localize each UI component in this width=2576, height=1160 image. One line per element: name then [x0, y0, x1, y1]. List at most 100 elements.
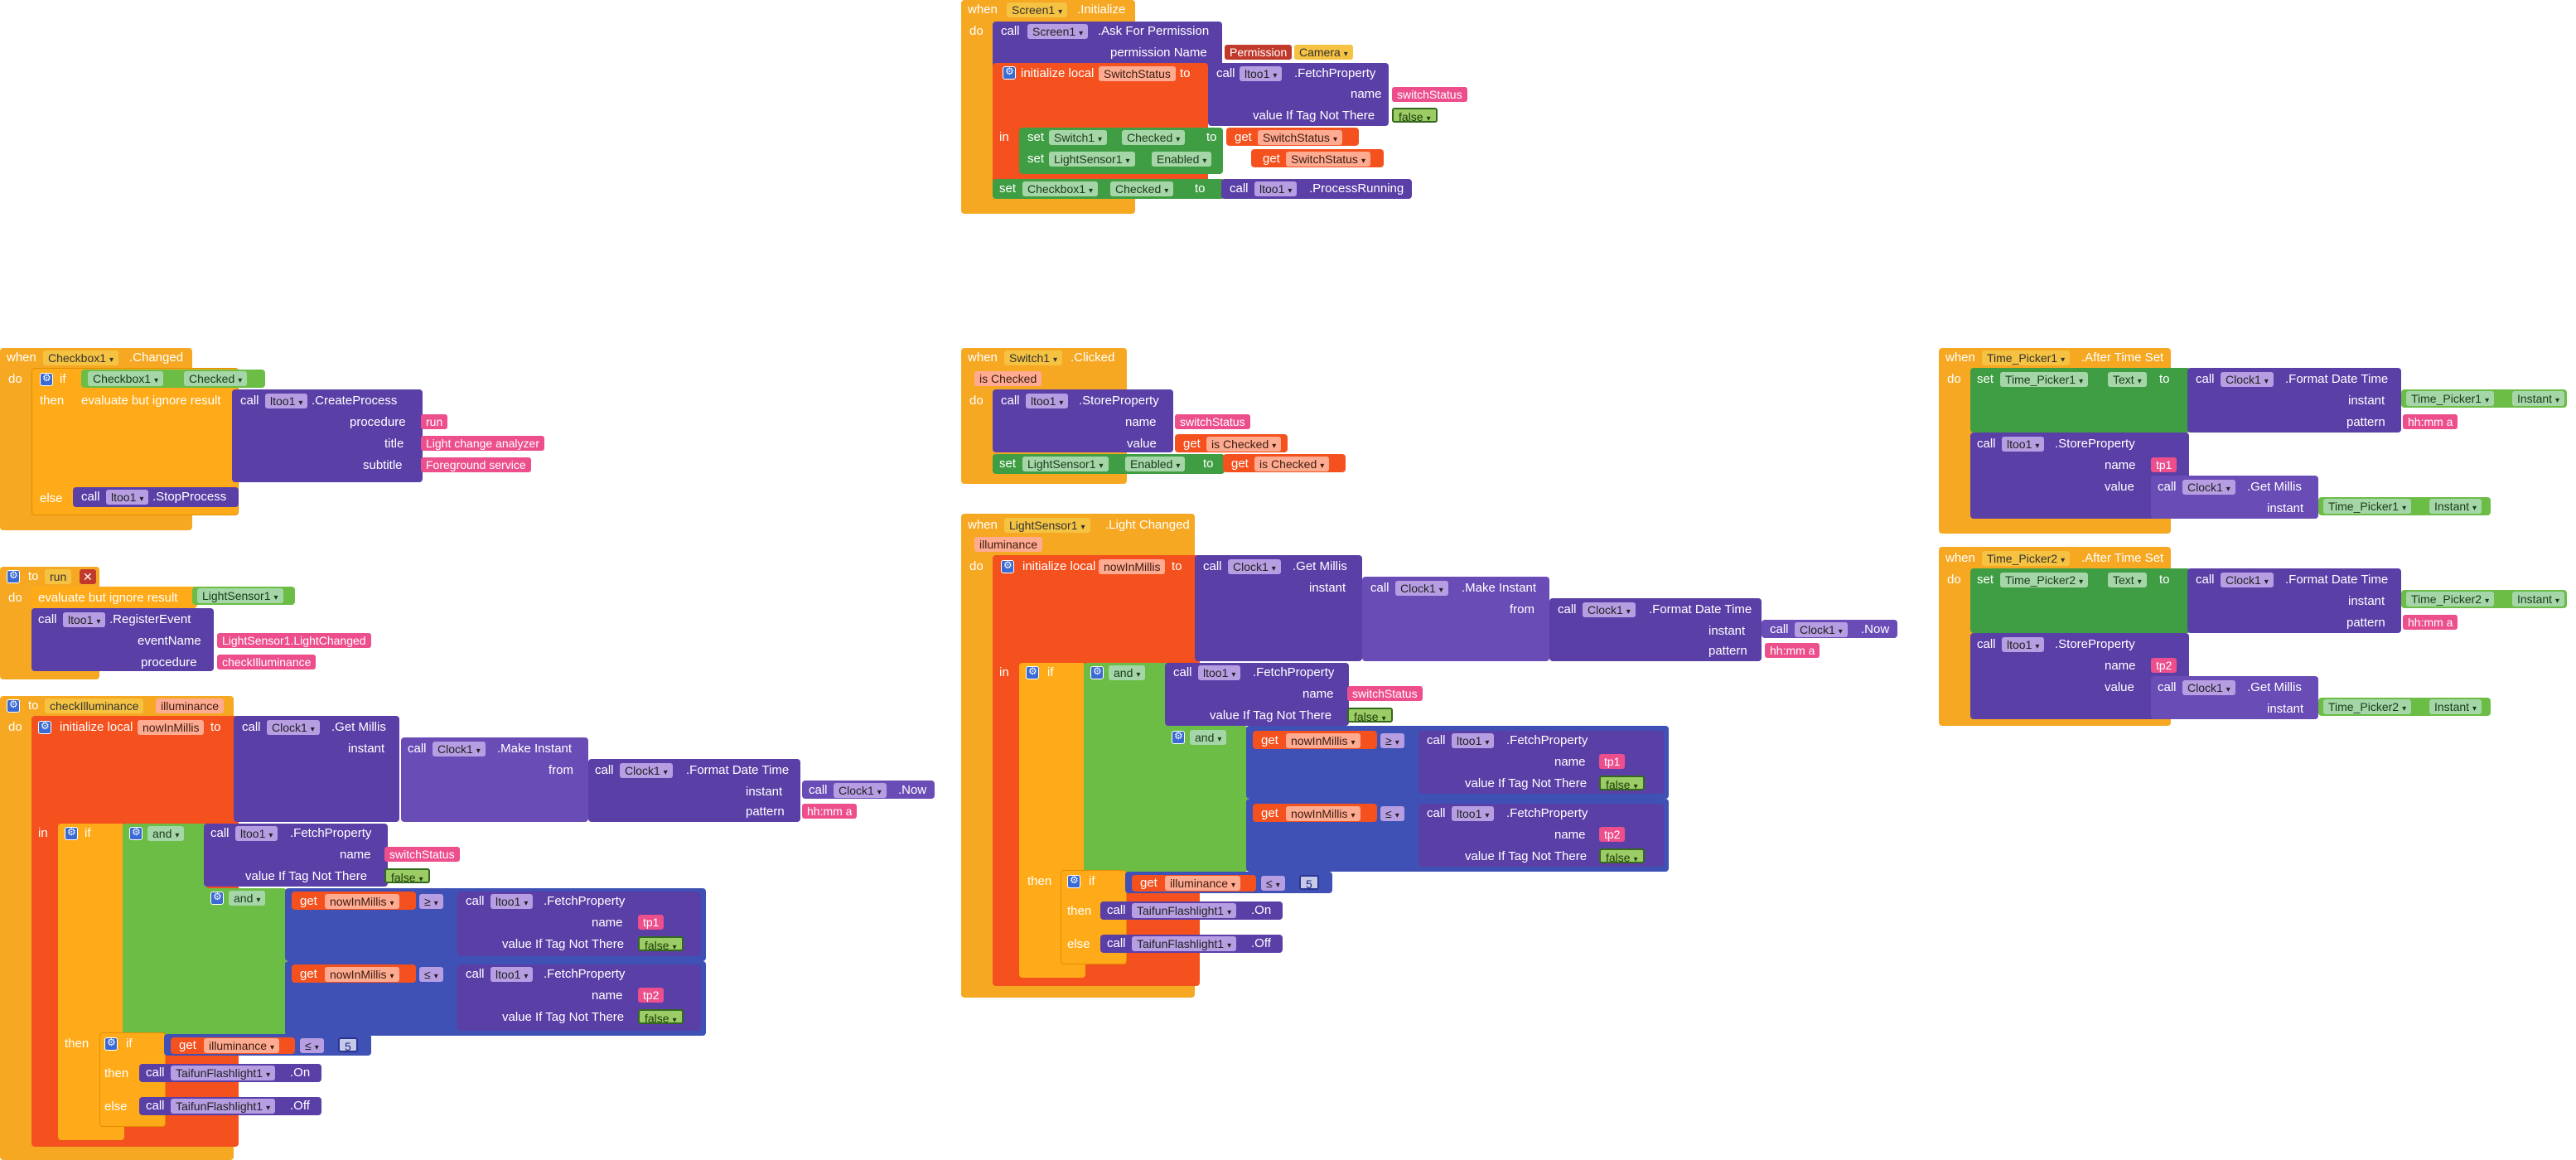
- param-is-checked[interactable]: is Checked: [974, 371, 1042, 386]
- false-block-2[interactable]: false▾: [384, 868, 430, 884]
- if-gear-icon-4[interactable]: [1067, 874, 1080, 888]
- ltoo1-store-dropdown-3[interactable]: ltoo1▾: [2002, 637, 2045, 652]
- text-property-dropdown-2[interactable]: Text▾: [2108, 573, 2147, 587]
- get-is-checked-2[interactable]: is Checked▾: [1254, 457, 1330, 471]
- string-tp1-3[interactable]: tp1: [2151, 457, 2177, 472]
- get-illuminance-2[interactable]: illuminance▾: [1165, 876, 1241, 891]
- clock1-instant-dropdown[interactable]: Clock1▾: [433, 742, 486, 756]
- clock1-millis-dropdown-4[interactable]: Clock1▾: [2182, 680, 2235, 695]
- var-nowinmillis[interactable]: nowInMillis: [138, 720, 205, 735]
- ltoo1-dropdown-2[interactable]: ltoo1▾: [1254, 181, 1298, 196]
- if-gear-icon-1[interactable]: [65, 826, 78, 840]
- ltoo1-fetch-dropdown-1[interactable]: ltoo1▾: [235, 826, 278, 841]
- get-switchstatus[interactable]: SwitchStatus▾: [1258, 130, 1342, 145]
- instant-property-dropdown[interactable]: Instant▾: [2512, 391, 2565, 406]
- ltoo1-create-dropdown[interactable]: ltoo1▾: [265, 394, 308, 408]
- if-gear-icon-2[interactable]: [104, 1037, 118, 1051]
- string-tp2[interactable]: tp2: [638, 988, 665, 1003]
- checkbox1-event-dropdown[interactable]: Checkbox1▾: [43, 350, 119, 365]
- get-nowinmillis-1[interactable]: nowInMillis▾: [325, 894, 399, 909]
- time-picker1-instant-dropdown[interactable]: Time_Picker1▾: [2406, 391, 2495, 406]
- instant-property-dropdown-2[interactable]: Instant▾: [2429, 499, 2482, 514]
- get-illuminance-1[interactable]: illuminance▾: [204, 1038, 280, 1053]
- switch1-dropdown[interactable]: Switch1▾: [1049, 130, 1108, 145]
- flashlight-on-dropdown[interactable]: TaifunFlashlight1▾: [171, 1066, 276, 1080]
- lte-operator-2[interactable]: ≤▾: [300, 1038, 324, 1053]
- time-picker2-setter-dropdown[interactable]: Time_Picker2▾: [2000, 573, 2089, 587]
- lightsensor1-dropdown[interactable]: LightSensor1▾: [1049, 152, 1135, 167]
- gte-operator-2[interactable]: ≥▾: [1380, 733, 1404, 748]
- lte-operator-4[interactable]: ≤▾: [1261, 876, 1285, 891]
- clock1-millis-dropdown-3[interactable]: Clock1▾: [2182, 480, 2235, 495]
- ltoo1-fetch-dropdown-4[interactable]: ltoo1▾: [1198, 665, 1241, 680]
- flashlight-on-dropdown-2[interactable]: TaifunFlashlight1▾: [1132, 903, 1237, 918]
- number-5[interactable]: 5: [338, 1037, 358, 1053]
- procedure-name-check[interactable]: checkIlluminance: [45, 698, 144, 713]
- and-gear-icon-2[interactable]: [210, 891, 224, 905]
- and-gear-icon-3[interactable]: [1090, 665, 1104, 679]
- procedure-check-gear-icon[interactable]: [7, 698, 20, 713]
- and-dropdown-3[interactable]: and▾: [1109, 665, 1146, 680]
- string-switchstatus-3[interactable]: switchStatus: [1175, 414, 1250, 429]
- ltoo1-fetch-dropdown-6[interactable]: ltoo1▾: [1452, 806, 1495, 821]
- get-nowinmillis-3[interactable]: nowInMillis▾: [1286, 733, 1360, 748]
- and-dropdown-2[interactable]: and▾: [229, 891, 266, 906]
- get-nowinmillis-2[interactable]: nowInMillis▾: [325, 967, 399, 982]
- ltoo1-store-dropdown[interactable]: ltoo1▾: [1026, 394, 1069, 408]
- screen1-method-dropdown[interactable]: Screen1▾: [1027, 24, 1089, 39]
- time-picker1-event-dropdown[interactable]: Time_Picker1▾: [1982, 350, 2071, 365]
- switch1-event-dropdown[interactable]: Switch1▾: [1004, 350, 1063, 365]
- flashlight-off-dropdown[interactable]: TaifunFlashlight1▾: [171, 1099, 276, 1114]
- and-dropdown-1[interactable]: and▾: [147, 826, 185, 841]
- string-tp1[interactable]: tp1: [638, 915, 665, 930]
- gte-operator[interactable]: ≥▾: [419, 894, 443, 909]
- get-switchstatus-2[interactable]: SwitchStatus▾: [1286, 152, 1370, 167]
- screen1-dropdown[interactable]: Screen1▾: [1007, 2, 1068, 17]
- init-local-gear-icon-2[interactable]: [1001, 559, 1014, 573]
- if-gear-icon-3[interactable]: [1026, 665, 1039, 679]
- checked-dropdown-2[interactable]: Checked▾: [1110, 181, 1174, 196]
- time-picker2-instant-dropdown[interactable]: Time_Picker2▾: [2406, 592, 2495, 607]
- instant-property-dropdown-3[interactable]: Instant▾: [2512, 592, 2565, 607]
- clock1-format-dropdown[interactable]: Clock1▾: [620, 763, 673, 778]
- mutator-gear-icon[interactable]: [1003, 65, 1016, 80]
- param-illuminance[interactable]: illuminance: [156, 698, 225, 713]
- ltoo1-fetch-dropdown-5[interactable]: ltoo1▾: [1452, 733, 1495, 748]
- clock1-millis-dropdown-2[interactable]: Clock1▾: [1228, 559, 1281, 574]
- string-tp2-3[interactable]: tp2: [2151, 658, 2177, 673]
- string-subtitle[interactable]: Foreground service: [421, 457, 531, 472]
- string-procedure-name[interactable]: checkIlluminance: [217, 655, 317, 669]
- enabled-setter-dropdown[interactable]: Enabled▾: [1125, 457, 1186, 471]
- ltoo1-fetch-dropdown-2[interactable]: ltoo1▾: [491, 894, 534, 909]
- string-switchstatus-4[interactable]: switchStatus: [1347, 686, 1423, 701]
- permission-camera-dropdown[interactable]: Camera▾: [1294, 45, 1353, 60]
- and-dropdown-4[interactable]: and▾: [1190, 730, 1227, 745]
- lightsensor1-setter-dropdown[interactable]: LightSensor1▾: [1022, 457, 1109, 471]
- var-nowinmillis-2[interactable]: nowInMillis: [1099, 559, 1166, 574]
- string-pattern-3[interactable]: hh:mm a: [2403, 414, 2458, 429]
- string-pattern[interactable]: hh:mm a: [802, 804, 858, 819]
- clock1-millis-dropdown[interactable]: Clock1▾: [267, 720, 320, 735]
- lightsensor1-component[interactable]: LightSensor1▾: [197, 588, 283, 603]
- false-block-5[interactable]: false▾: [1347, 708, 1393, 723]
- enabled-dropdown[interactable]: Enabled▾: [1152, 152, 1212, 167]
- string-event-name[interactable]: LightSensor1.LightChanged: [217, 633, 371, 648]
- flashlight-off-dropdown-2[interactable]: TaifunFlashlight1▾: [1132, 936, 1237, 951]
- if-mutator-gear-icon[interactable]: [40, 372, 53, 386]
- checked-getter-dropdown[interactable]: Checked▾: [184, 371, 248, 386]
- false-block-7[interactable]: false▾: [1599, 848, 1645, 864]
- number-5-2[interactable]: 5: [1299, 875, 1319, 891]
- checkbox1-dropdown[interactable]: Checkbox1▾: [1022, 181, 1099, 196]
- clock1-format-dropdown-2[interactable]: Clock1▾: [1583, 602, 1636, 617]
- ltoo1-dropdown[interactable]: ltoo1▾: [1240, 66, 1283, 81]
- string-tp2-2[interactable]: tp2: [1599, 827, 1626, 842]
- clock1-now-dropdown[interactable]: Clock1▾: [834, 783, 887, 798]
- ltoo1-register-dropdown[interactable]: ltoo1▾: [63, 612, 106, 627]
- and-gear-icon-4[interactable]: [1172, 730, 1185, 744]
- procedure-mutator-gear-icon[interactable]: [7, 569, 20, 583]
- false-block-4[interactable]: false▾: [638, 1009, 684, 1025]
- string-switchstatus-2[interactable]: switchStatus: [384, 847, 460, 862]
- string-pattern-4[interactable]: hh:mm a: [2403, 615, 2458, 630]
- time-picker1-setter-dropdown[interactable]: Time_Picker1▾: [2000, 372, 2089, 387]
- checkbox1-getter-dropdown[interactable]: Checkbox1▾: [88, 371, 164, 386]
